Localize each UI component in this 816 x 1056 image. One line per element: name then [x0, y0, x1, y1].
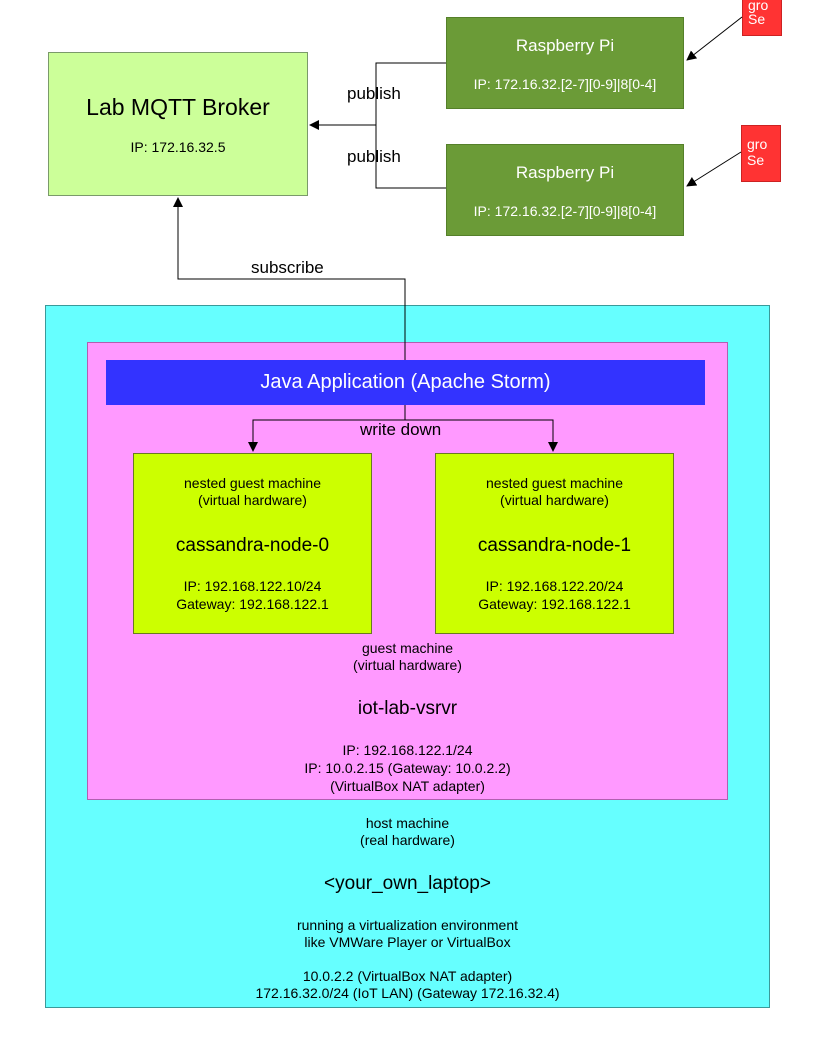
raspberry-pi-ip: IP: 172.16.32.[2-7][0-9]|8[0-4]	[473, 203, 657, 219]
node-type-line2: (virtual hardware)	[198, 492, 307, 508]
guest-ip-line1: IP: 192.168.122.1/24	[342, 742, 473, 758]
cassandra-node-1-box: nested guest machine (virtual hardware) …	[435, 453, 674, 634]
guest-type-line2: (virtual hardware)	[353, 657, 462, 673]
host-net-line2: 172.16.32.0/24 (IoT LAN) (Gateway 172.16…	[255, 985, 560, 1001]
raspberry-pi-title: Raspberry Pi	[515, 163, 615, 182]
subscribe-label: subscribe	[251, 258, 324, 277]
write-down-arrow-right	[405, 419, 558, 452]
sensor-label-line1: gro	[747, 136, 768, 152]
publish-connector	[375, 62, 446, 189]
node-gateway: Gateway: 192.168.122.1	[478, 596, 631, 612]
java-application-title: Java Application (Apache Storm)	[260, 371, 551, 393]
node-type-line1: nested guest machine	[184, 475, 321, 491]
publish-label: publish	[347, 84, 401, 103]
guest-adapter: (VirtualBox NAT adapter)	[330, 778, 485, 794]
host-desc-line2: like VMWare Player or VirtualBox	[304, 934, 511, 950]
guest-ip-line2: IP: 10.0.2.15 (Gateway: 10.0.2.2)	[304, 760, 511, 776]
raspberry-pi-ip: IP: 172.16.32.[2-7][0-9]|8[0-4]	[473, 76, 657, 92]
host-type-line1: host machine	[365, 815, 450, 831]
raspberry-pi-box: Raspberry Pi IP: 172.16.32.[2-7][0-9]|8[…	[446, 17, 684, 109]
node-ip: IP: 192.168.122.10/24	[183, 578, 322, 594]
sensor-arrow	[686, 16, 743, 61]
sensor-label-line2: Se	[747, 152, 765, 168]
write-down-arrow-left	[248, 419, 405, 452]
node-type-line2: (virtual hardware)	[500, 492, 609, 508]
host-type-line2: (real hardware)	[360, 832, 455, 848]
host-net-line1: 10.0.2.2 (VirtualBox NAT adapter)	[302, 968, 513, 984]
publish-label: publish	[347, 147, 401, 166]
cassandra-node-0-box: nested guest machine (virtual hardware) …	[133, 453, 372, 634]
broker-ip: IP: 172.16.32.5	[130, 139, 226, 155]
host-name: <your_own_laptop>	[324, 873, 491, 894]
host-desc-line1: running a virtualization environment	[296, 917, 518, 933]
node-gateway: Gateway: 192.168.122.1	[176, 596, 329, 612]
sensor-box: gro Se	[742, 0, 782, 36]
subscribe-connector	[173, 197, 406, 360]
raspberry-pi-box: Raspberry Pi IP: 172.16.32.[2-7][0-9]|8[…	[446, 144, 684, 236]
java-application-box: Java Application (Apache Storm)	[106, 360, 705, 405]
node-ip: IP: 192.168.122.20/24	[485, 578, 624, 594]
sensor-box: gro Se	[741, 125, 781, 182]
sensor-arrow	[686, 151, 742, 187]
guest-name: iot-lab-vsrvr	[357, 698, 458, 719]
guest-type-line1: guest machine	[361, 640, 454, 656]
sensor-label-line2: Se	[748, 11, 766, 27]
write-down-label: write down	[360, 420, 442, 439]
node-name: cassandra-node-0	[175, 535, 330, 556]
mqtt-broker-box: Lab MQTT Broker IP: 172.16.32.5	[48, 52, 308, 196]
sensor-label-line1: gro	[748, 0, 769, 13]
broker-title: Lab MQTT Broker	[86, 94, 270, 120]
raspberry-pi-title: Raspberry Pi	[515, 36, 615, 55]
node-name: cassandra-node-1	[477, 535, 632, 556]
node-type-line1: nested guest machine	[486, 475, 623, 491]
